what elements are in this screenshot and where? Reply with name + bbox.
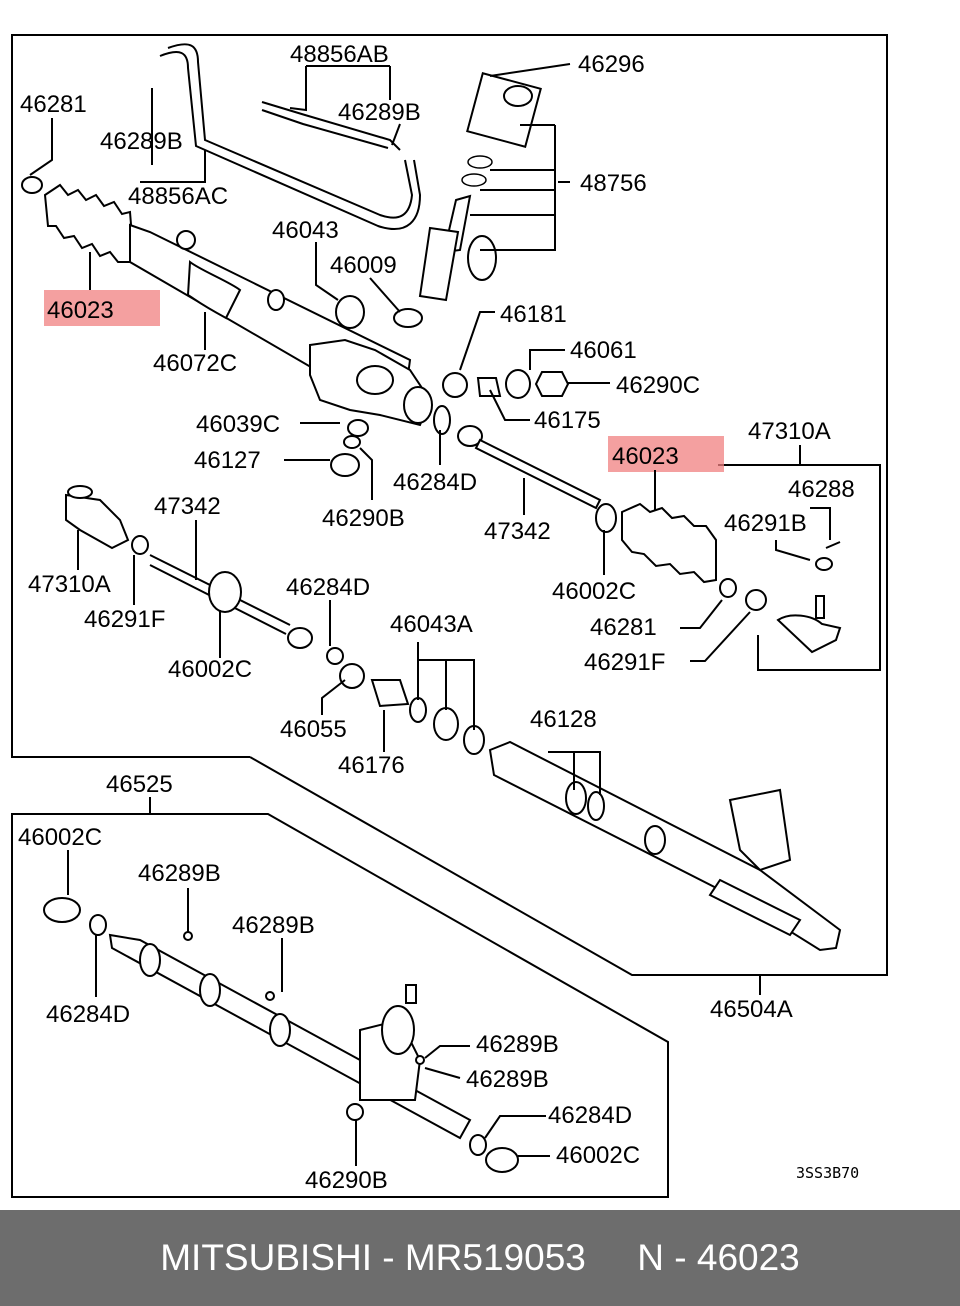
label-46281-top: 46281 bbox=[20, 91, 87, 118]
highlight-46023-top bbox=[44, 290, 160, 326]
label-47342-b: 47342 bbox=[484, 518, 551, 545]
label-46284D-b: 46284D bbox=[286, 574, 370, 601]
tie-rod-end-frame bbox=[718, 464, 881, 671]
label-46288: 46288 bbox=[788, 476, 855, 503]
rack-housing-upper bbox=[21, 43, 570, 477]
label-46055: 46055 bbox=[280, 716, 347, 743]
label-46284D-d: 46284D bbox=[548, 1102, 632, 1129]
label-46002C-b: 46002C bbox=[552, 578, 636, 605]
label-46175: 46175 bbox=[534, 407, 601, 434]
label-46284D-c: 46284D bbox=[46, 1001, 130, 1028]
footer-text: MITSUBISHI - MR519053 N - 46023 bbox=[160, 1237, 800, 1278]
label-46039C: 46039C bbox=[196, 411, 280, 438]
lower-frame bbox=[11, 813, 669, 1198]
label-46181: 46181 bbox=[500, 301, 567, 328]
label-46061: 46061 bbox=[570, 337, 637, 364]
tie-rod-left bbox=[65, 485, 485, 755]
label-47310A-top: 47310A bbox=[748, 418, 831, 445]
label-46043A: 46043A bbox=[390, 611, 473, 638]
label-46289B-d: 46289B bbox=[232, 912, 315, 939]
label-46289B-b: 46289B bbox=[100, 128, 183, 155]
label-46291F-a: 46291F bbox=[84, 606, 165, 633]
label-48756: 48756 bbox=[580, 170, 647, 197]
diagram-code: 3SS3B70 bbox=[796, 1164, 859, 1182]
main-frame bbox=[11, 34, 888, 976]
rack-housing-lower bbox=[43, 897, 519, 1173]
label-46009: 46009 bbox=[330, 252, 397, 279]
label-46176: 46176 bbox=[338, 752, 405, 779]
label-46504A: 46504A bbox=[710, 996, 793, 1023]
label-46284D-a: 46284D bbox=[393, 469, 477, 496]
label-47310A-left: 47310A bbox=[28, 571, 111, 598]
label-46072C: 46072C bbox=[153, 350, 237, 377]
label-47342-a: 47342 bbox=[154, 493, 221, 520]
label-46281-mid: 46281 bbox=[590, 614, 657, 641]
label-46290B-a: 46290B bbox=[322, 505, 405, 532]
label-46128: 46128 bbox=[530, 706, 597, 733]
label-46002C-a: 46002C bbox=[168, 656, 252, 683]
label-48856AC: 48856AC bbox=[128, 183, 228, 210]
label-46023-mid: 46023 bbox=[612, 443, 679, 470]
label-46289B-a: 46289B bbox=[338, 99, 421, 126]
label-46290B-b: 46290B bbox=[305, 1167, 388, 1194]
label-46289B-e: 46289B bbox=[476, 1031, 559, 1058]
label-46291F-b: 46291F bbox=[584, 649, 665, 676]
label-46289B-c: 46289B bbox=[138, 860, 221, 887]
label-46127: 46127 bbox=[194, 447, 261, 474]
tie-rod-right bbox=[457, 425, 842, 654]
label-48856AB: 48856AB bbox=[290, 41, 389, 68]
label-46291B: 46291B bbox=[724, 510, 807, 537]
label-46002C-c: 46002C bbox=[18, 824, 102, 851]
rack-assembly bbox=[488, 740, 842, 952]
parts-diagram: 46296 48856AB 46281 46289B 46289B 48856A… bbox=[11, 34, 888, 1198]
leader-lines bbox=[29, 63, 831, 1166]
label-46290C: 46290C bbox=[616, 372, 700, 399]
label-46043: 46043 bbox=[272, 217, 339, 244]
label-46525: 46525 bbox=[106, 771, 173, 798]
callout-labels: 46296 48856AB 46281 46289B 46289B 48856A… bbox=[18, 41, 859, 1194]
part-number-footer: MITSUBISHI - MR519053 N - 46023 bbox=[0, 1210, 960, 1306]
label-46296: 46296 bbox=[578, 51, 645, 78]
label-46023-top: 46023 bbox=[47, 297, 114, 324]
highlight-46023-mid bbox=[608, 436, 724, 472]
label-46289B-f: 46289B bbox=[466, 1066, 549, 1093]
label-46002C-d: 46002C bbox=[556, 1142, 640, 1169]
